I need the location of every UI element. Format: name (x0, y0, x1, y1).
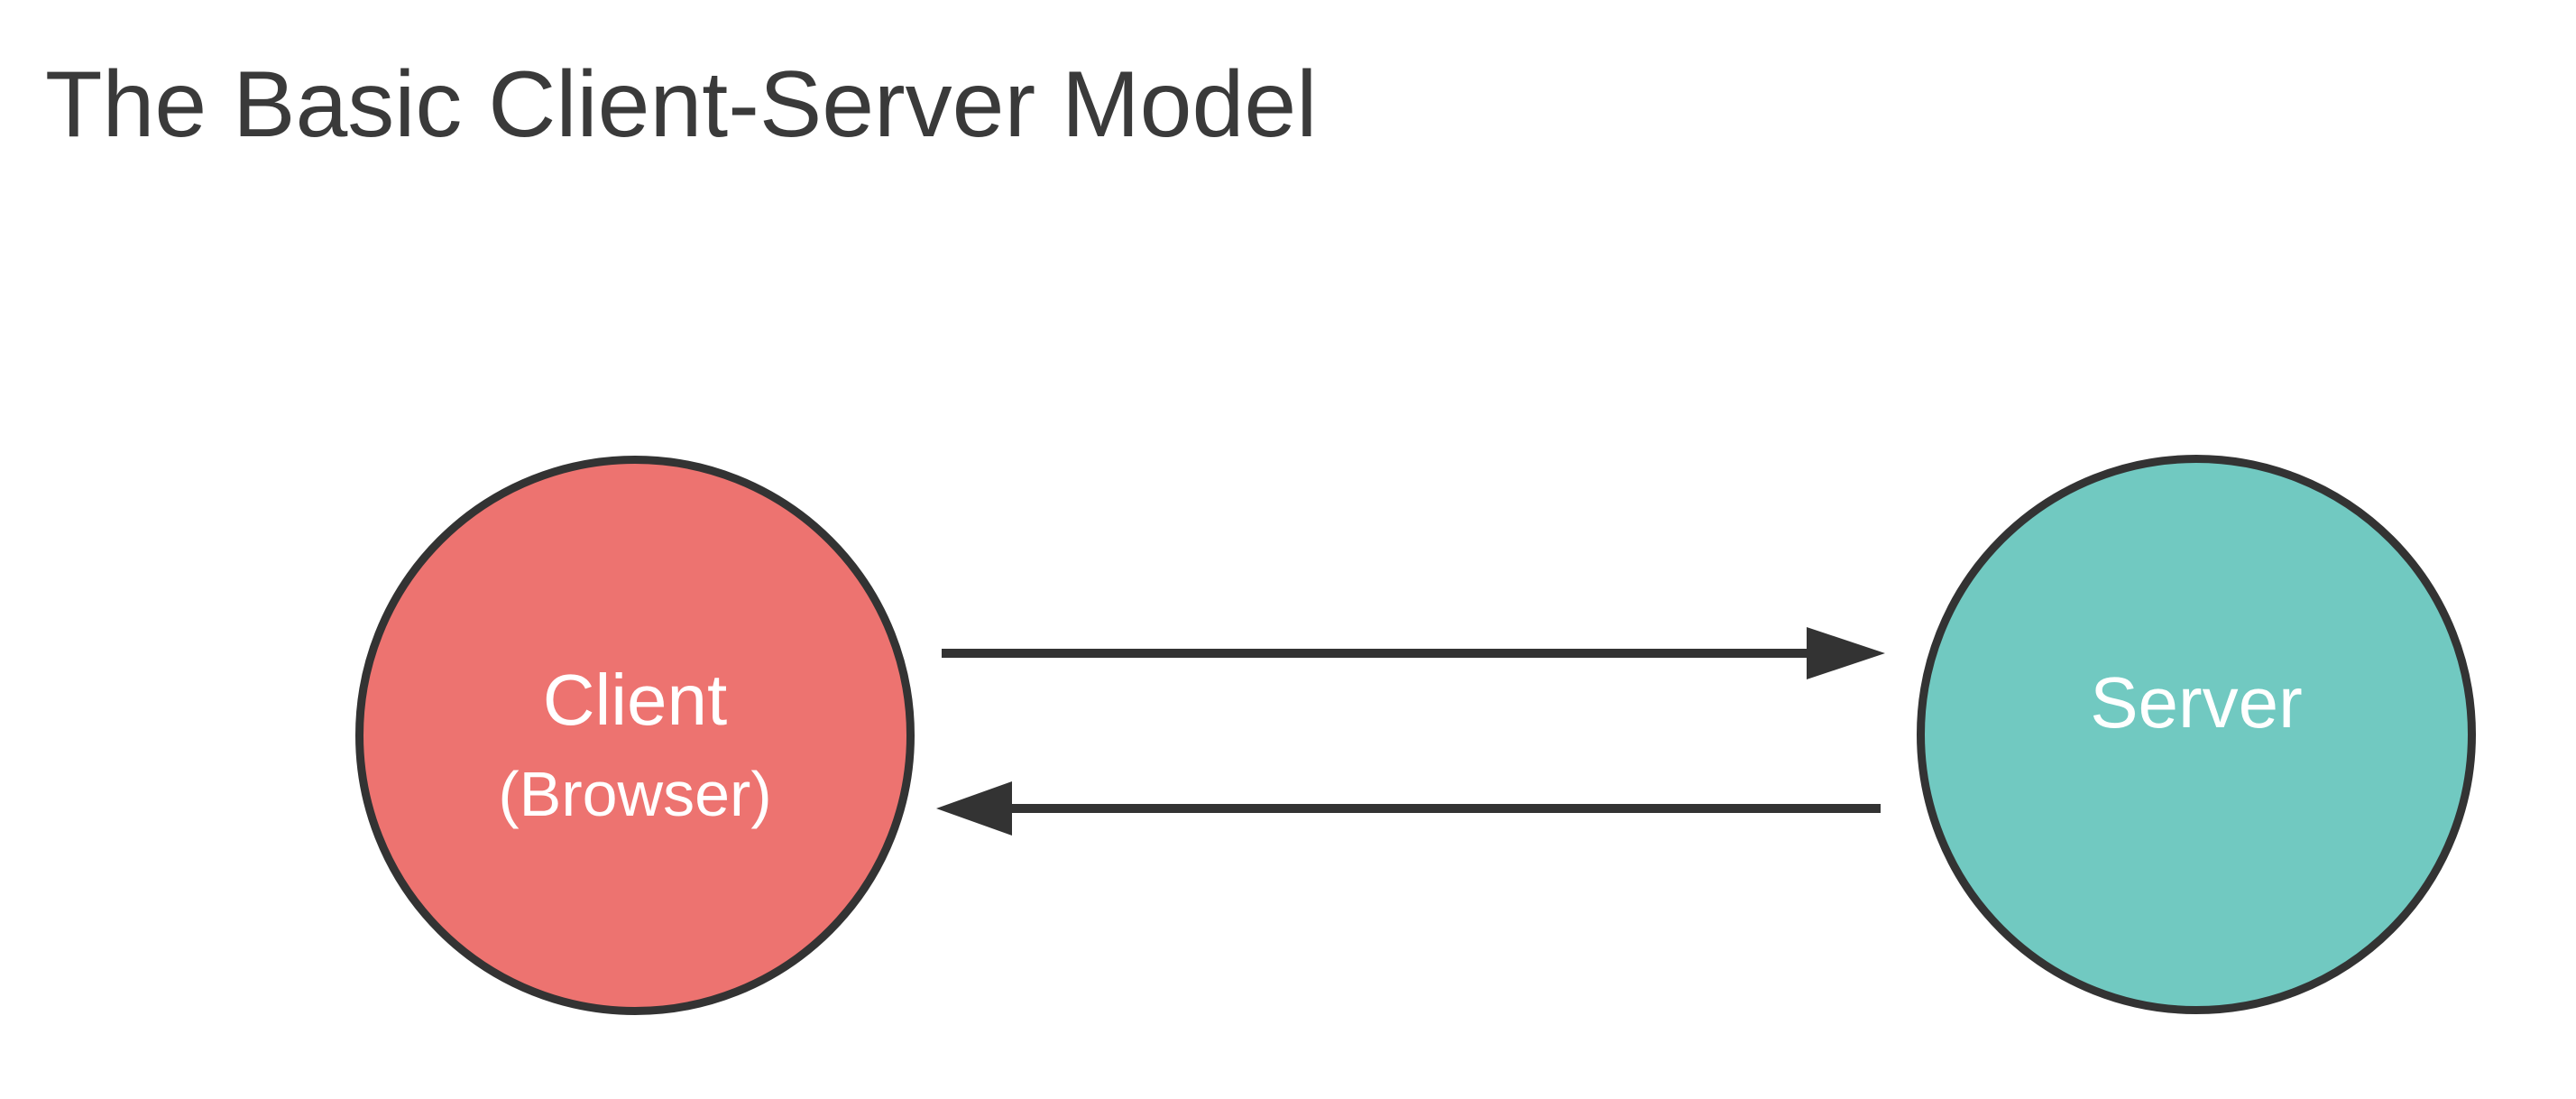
server-node-label: Server (2090, 662, 2303, 743)
response-arrow (936, 781, 1881, 836)
server-node-circle: Server (1917, 455, 2476, 1014)
client-node-label: Client (542, 660, 728, 740)
response-arrowhead-left-icon (936, 781, 1012, 836)
diagram-title: The Basic Client-Server Model (45, 52, 1318, 157)
request-arrow-shaft (942, 649, 1813, 658)
client-node-circle: Client (Browser) (355, 456, 915, 1015)
client-node-sublabel: (Browser) (498, 759, 772, 829)
request-arrow (942, 627, 1885, 679)
response-arrow-shaft (1006, 804, 1881, 813)
request-arrowhead-right-icon (1807, 627, 1885, 679)
